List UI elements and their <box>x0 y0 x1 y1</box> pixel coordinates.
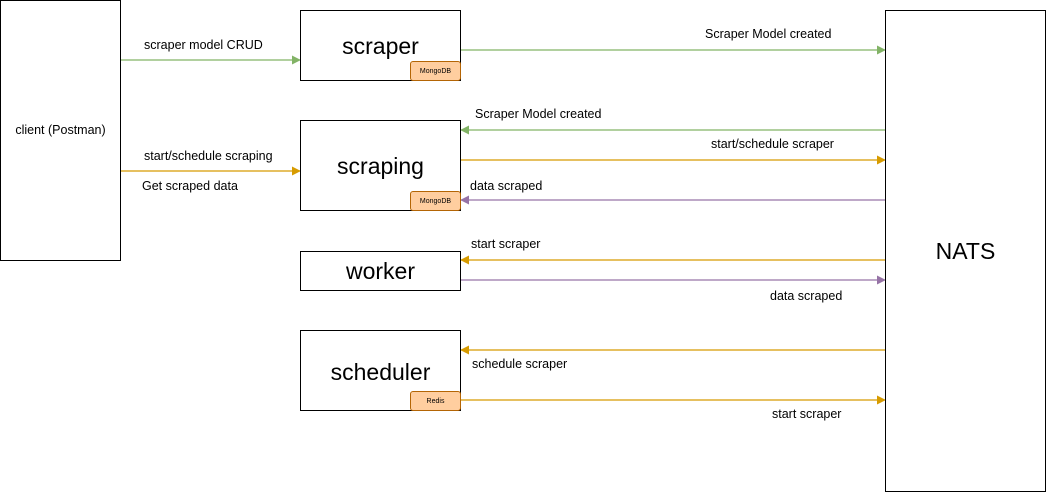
edge-label-data-scraped-in: data scraped <box>470 179 543 193</box>
worker-node[interactable]: worker <box>300 251 461 291</box>
client-node[interactable]: client (Postman) <box>0 0 121 261</box>
edge-label-scraper-model-crud: scraper model CRUD <box>144 38 263 52</box>
scheduler-title: scheduler <box>330 359 431 385</box>
client-label: client (Postman) <box>15 123 106 137</box>
edge-label-scraper-model-created-in: Scraper Model created <box>475 107 602 121</box>
edge-label-start-scraper-worker: start scraper <box>471 237 541 251</box>
edge-label-start-schedule-scraping: start/schedule scraping <box>144 149 273 163</box>
nats-node[interactable]: NATS <box>885 10 1046 492</box>
nats-title: NATS <box>935 238 996 264</box>
edge-label-start-schedule-scraper: start/schedule scraper <box>711 137 834 151</box>
edge-label-start-scraper-scheduler: start scraper <box>772 407 842 421</box>
scraping-mongodb-badge[interactable]: MongoDB <box>410 191 461 211</box>
scheduler-redis-badge[interactable]: Redis <box>410 391 461 411</box>
edge-label-get-scraped-data: Get scraped data <box>142 179 238 193</box>
scheduler-node[interactable]: scheduler Redis <box>300 330 461 411</box>
scraper-node[interactable]: scraper MongoDB <box>300 10 461 81</box>
scraping-node[interactable]: scraping MongoDB <box>300 120 461 211</box>
edge-label-scraper-model-created-out: Scraper Model created <box>705 27 832 41</box>
scraper-title: scraper <box>342 33 419 59</box>
scraping-title: scraping <box>337 153 424 179</box>
edge-label-schedule-scraper: schedule scraper <box>472 357 568 371</box>
scraper-mongodb-badge[interactable]: MongoDB <box>410 61 461 81</box>
worker-title: worker <box>345 258 415 284</box>
edge-label-data-scraped-out: data scraped <box>770 289 843 303</box>
